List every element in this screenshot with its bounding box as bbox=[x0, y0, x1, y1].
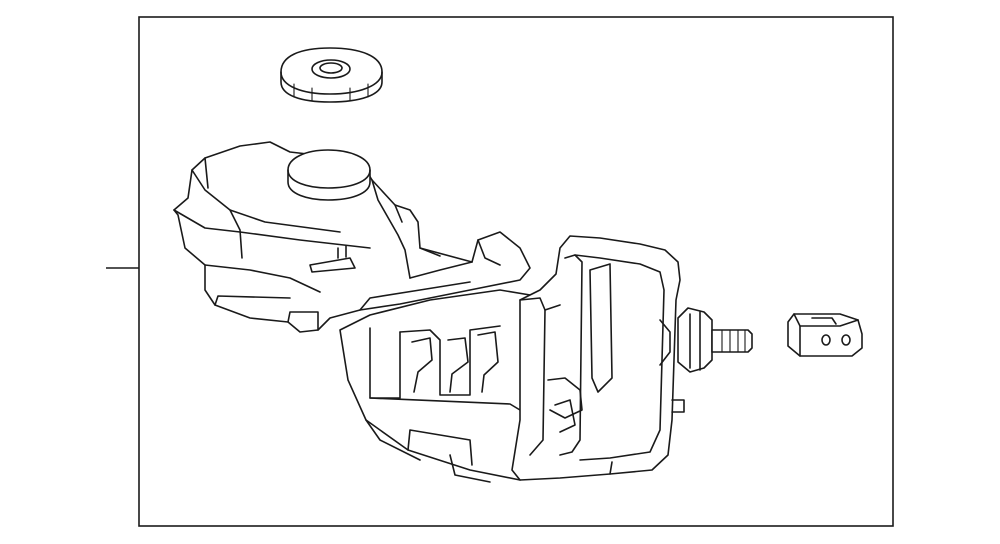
reservoir-cap bbox=[280, 47, 383, 103]
booster-pushrod bbox=[677, 307, 753, 373]
brake-fluid-reservoir bbox=[173, 141, 531, 333]
pushrod-clevis bbox=[787, 313, 863, 357]
brake-booster bbox=[511, 235, 685, 481]
diagram-frame bbox=[138, 16, 894, 527]
